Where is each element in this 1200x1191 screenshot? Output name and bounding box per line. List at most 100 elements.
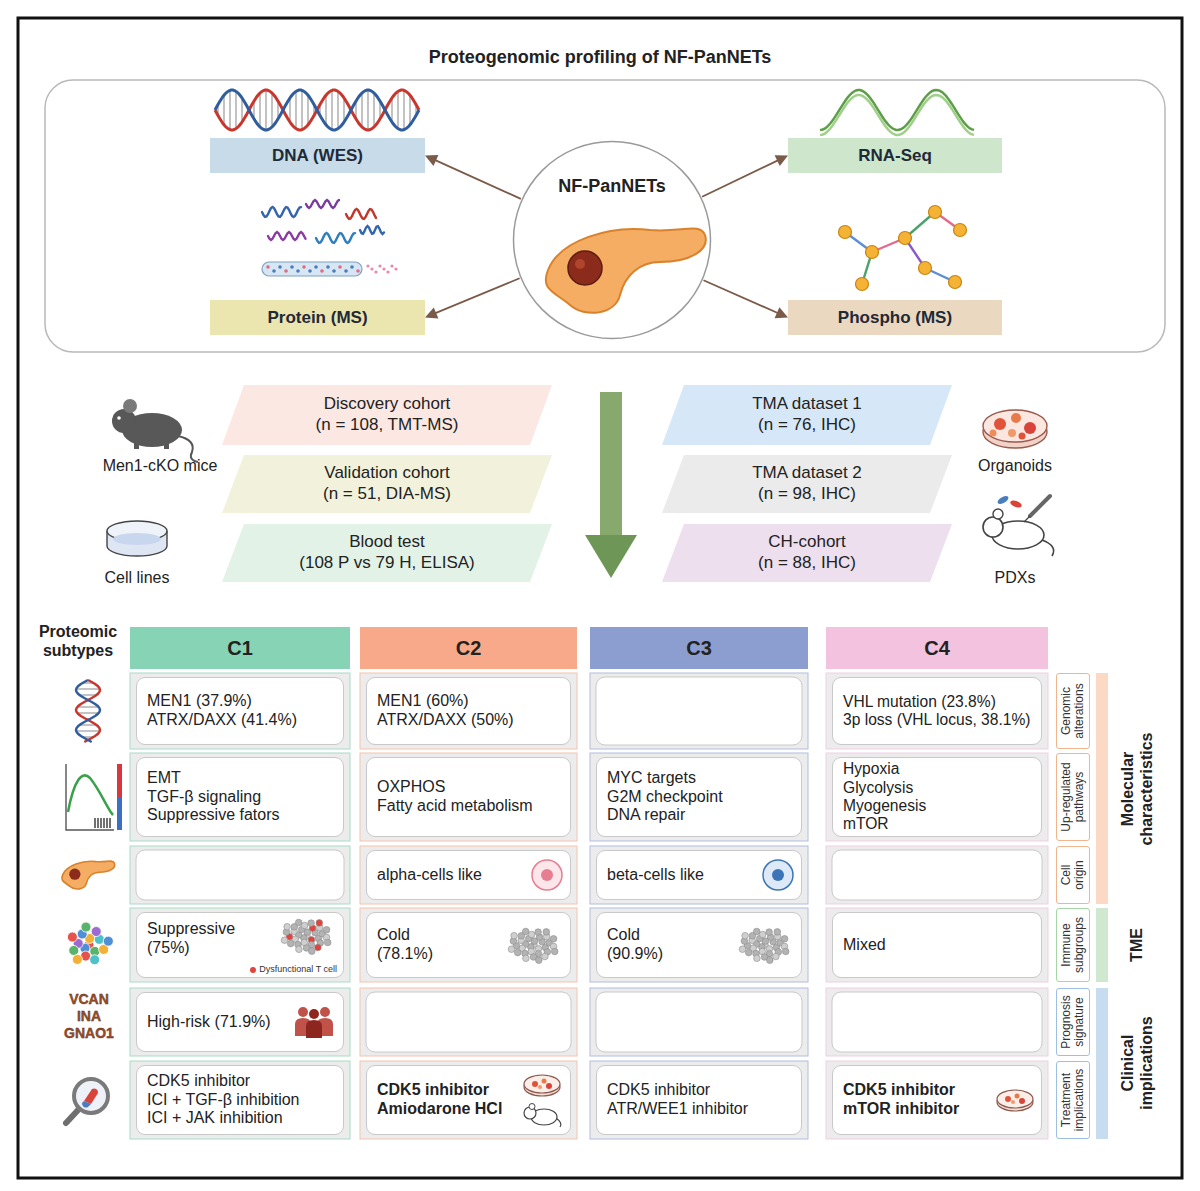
node-text: DNA repair xyxy=(607,806,685,825)
helix-rung xyxy=(271,93,272,127)
node-text: Mixed xyxy=(843,936,886,955)
flow-arrow-shaft xyxy=(600,392,622,537)
cell-icon xyxy=(735,925,795,965)
para-text-box: CH-cohort(n = 88, IHC) xyxy=(690,526,924,580)
gsea-bar-bottom xyxy=(117,797,122,830)
process-box: RNA-Seq xyxy=(788,138,1002,173)
cell-text-box: MEN1 (37.9%)ATRX/DAXX (41.4%) xyxy=(147,680,335,742)
cohort-parallelogram: Validation cohort(n = 51, DIA-MS) xyxy=(222,455,552,513)
helix-rung xyxy=(403,90,404,129)
helix-rung xyxy=(373,93,374,127)
process-box: DNA (WES) xyxy=(210,138,425,173)
node-text: mTOR inhibitor xyxy=(843,1100,959,1119)
subtype-cell: High-risk (71.9%) xyxy=(136,992,344,1052)
node-text: (n = 51, DIA-MS) xyxy=(323,484,451,505)
icon-shape xyxy=(1019,1098,1025,1104)
subtype-cell: Suppressive (75%)Dysfunctional T cell xyxy=(136,912,344,978)
phospho-bead xyxy=(899,232,912,245)
icon-shape xyxy=(543,929,550,936)
ms-spray xyxy=(382,267,385,270)
helix-rung xyxy=(409,95,410,125)
node-text: Blood test xyxy=(349,532,425,553)
pancreas xyxy=(62,861,115,889)
row-band xyxy=(590,988,808,1056)
ms-spray xyxy=(374,270,377,273)
connector xyxy=(425,278,520,318)
icon-shape xyxy=(315,944,322,951)
node-text: Glycolysis xyxy=(843,779,913,797)
ms-dot xyxy=(320,269,324,273)
icon-shape xyxy=(524,1075,560,1096)
helix-rung xyxy=(76,688,100,689)
node-text: (108 P vs 79 H, ELISA) xyxy=(299,553,474,574)
icon-shape xyxy=(773,953,780,960)
peptide-squiggle xyxy=(346,209,376,219)
node-text: CDK5 inhibitor xyxy=(607,1081,710,1100)
icon-shape xyxy=(767,957,774,964)
para-text-box: Blood test(108 P vs 79 H, ELISA) xyxy=(250,526,524,580)
ms-spray xyxy=(394,267,397,270)
node-text: DNA (WES) xyxy=(272,146,363,166)
arrow-head xyxy=(425,307,438,318)
ms-dot xyxy=(290,265,294,269)
group-label: Clinical implications xyxy=(1118,998,1156,1128)
syringe xyxy=(1030,496,1050,516)
source-circle: NF-PanNETs xyxy=(512,140,712,340)
icon-shape xyxy=(291,1005,337,1039)
subtype-cell: Mixed xyxy=(832,912,1042,978)
node-text: TMA dataset 1 xyxy=(752,394,862,415)
node-text: 3p loss (VHL locus, 38.1%) xyxy=(843,711,1031,729)
node-text: RNA-Seq xyxy=(858,146,932,166)
mouse-head xyxy=(112,409,136,433)
node-text: CH-cohort xyxy=(768,532,845,553)
cell-text-box: beta-cells like xyxy=(607,853,751,897)
helix-rung xyxy=(259,93,260,127)
phospho-bead xyxy=(839,226,852,239)
connector-line xyxy=(702,160,779,197)
icon-shape xyxy=(541,869,553,881)
mouse-icon xyxy=(112,399,198,462)
empty-cell xyxy=(596,677,802,745)
subtype-cell: VHL mutation (23.8%)3p loss (VHL locus, … xyxy=(832,677,1042,745)
immune-cell xyxy=(103,936,113,946)
row-band xyxy=(130,988,350,1056)
row-label-box: Prognosis signature xyxy=(1056,988,1090,1056)
flow-arrow-head xyxy=(585,535,637,578)
cell-icon xyxy=(291,1005,337,1039)
peptide-squiggle xyxy=(262,207,301,217)
ms-spray xyxy=(390,264,393,267)
node-text: (n = 98, IHC) xyxy=(758,484,856,505)
row-band xyxy=(590,753,808,841)
ms-dot xyxy=(284,269,288,273)
node-text: Prognosis signature xyxy=(1060,992,1086,1052)
icon-shape xyxy=(995,1086,1035,1114)
cell-text-box: Cold (90.9%) xyxy=(607,915,727,975)
icon-shape xyxy=(753,928,760,935)
mouse-head xyxy=(983,517,1003,537)
icon-shape xyxy=(536,957,543,964)
phospho-bead xyxy=(929,206,942,219)
node-text: Discovery cohort xyxy=(324,394,451,415)
icon-shape xyxy=(761,858,795,892)
cohort-parallelogram: Discovery cohort(n = 108, TMT-MS) xyxy=(222,385,552,445)
icon-shape xyxy=(546,1083,552,1089)
icon-shape xyxy=(535,929,542,936)
node-text: C3 xyxy=(686,637,712,660)
icon-shape xyxy=(277,916,337,956)
empty-cell xyxy=(596,992,802,1052)
cell-text-box: alpha-cells like xyxy=(377,853,520,897)
ms-dot xyxy=(272,269,276,273)
subtype-cell: EMTTGF-β signalingSuppressive fators xyxy=(136,757,344,837)
node-text: Protein (MS) xyxy=(267,308,367,328)
parallelogram-shape xyxy=(222,385,552,445)
ms-dot xyxy=(302,265,306,269)
empty-cell xyxy=(832,850,1042,900)
node-text: Fatty acid metabolism xyxy=(377,797,533,816)
icon-shape xyxy=(528,931,535,938)
ms-dot xyxy=(266,265,270,269)
peptide-squiggle xyxy=(316,233,355,243)
cell-text-box: Cold (78.1%) xyxy=(377,915,496,975)
helix-rung xyxy=(265,90,266,130)
signature-gene: VCAN xyxy=(56,992,122,1006)
